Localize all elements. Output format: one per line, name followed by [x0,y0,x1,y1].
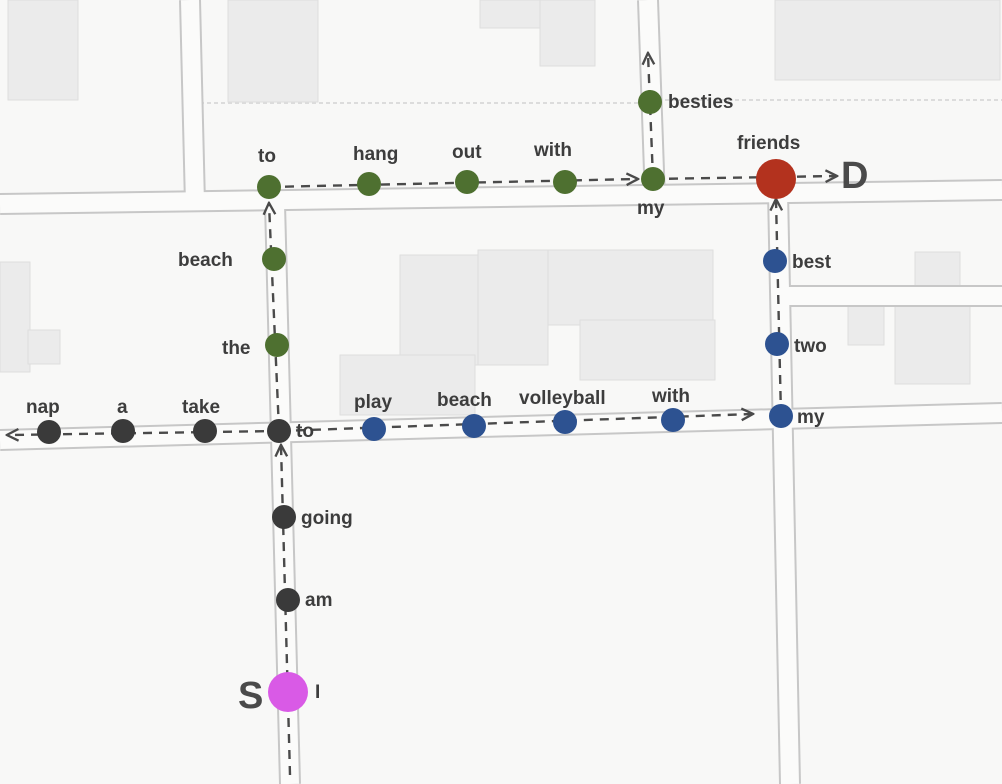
building [7,0,79,101]
node-beach-blue [462,414,486,438]
label-to-top: to [258,146,276,167]
label-with-blue: with [651,386,690,407]
node-am [276,588,300,612]
node-best [763,249,787,273]
start-node [268,672,308,712]
node-my-green [641,167,665,191]
buildings [0,0,1002,416]
building [477,249,549,366]
endpoints: I S friends D [238,133,868,717]
label-going: going [301,508,353,529]
label-two: two [794,336,827,357]
label-beach-green: beach [178,250,233,271]
building [339,354,476,416]
node-going [272,505,296,529]
building [227,0,319,103]
label-play: play [354,392,392,413]
destination-marker-label: D [841,155,868,197]
route-segment [652,176,836,179]
node-out [455,170,479,194]
label-to-mid: to [296,421,314,442]
node-to-mid [267,419,291,443]
label-my-green: my [637,198,665,219]
building [847,304,885,346]
building [27,329,61,365]
label-besties: besties [668,92,733,113]
label-beach-blue: beach [437,390,492,411]
node-play [362,417,386,441]
building [914,251,961,288]
node-a [111,419,135,443]
building [479,0,541,29]
route-segment [648,54,653,180]
node-with-green [553,170,577,194]
route-segment [776,200,781,417]
label-friends: friends [737,133,800,154]
node-with-blue [661,408,685,432]
label-nap: nap [26,397,60,418]
node-the [265,333,289,357]
label-take: take [182,397,220,418]
node-two [765,332,789,356]
word-nodes: am going to take a nap play beach volley… [26,90,832,612]
node-beach-green [262,247,286,271]
node-take [193,419,217,443]
start-marker-label: S [238,675,263,717]
label-volleyball: volleyball [519,388,606,409]
label-the: the [222,338,251,359]
building [0,261,31,373]
building [894,301,971,385]
building [579,319,716,381]
building [547,249,714,326]
label-a: a [117,397,128,418]
building [539,0,596,67]
label-with-green: with [533,140,572,161]
node-hang [357,172,381,196]
node-nap [37,420,61,444]
label-hang: hang [353,144,398,165]
label-start-word: I [315,682,320,703]
route-segment [269,204,281,431]
label-am: am [305,590,332,611]
destination-node [756,159,796,199]
node-besties [638,90,662,114]
label-out: out [452,142,482,163]
building [774,0,1001,81]
label-my-blue: my [797,407,825,428]
building [399,254,481,366]
node-to-top [257,175,281,199]
node-volleyball [553,410,577,434]
node-my-blue [769,404,793,428]
label-best: best [792,252,832,273]
